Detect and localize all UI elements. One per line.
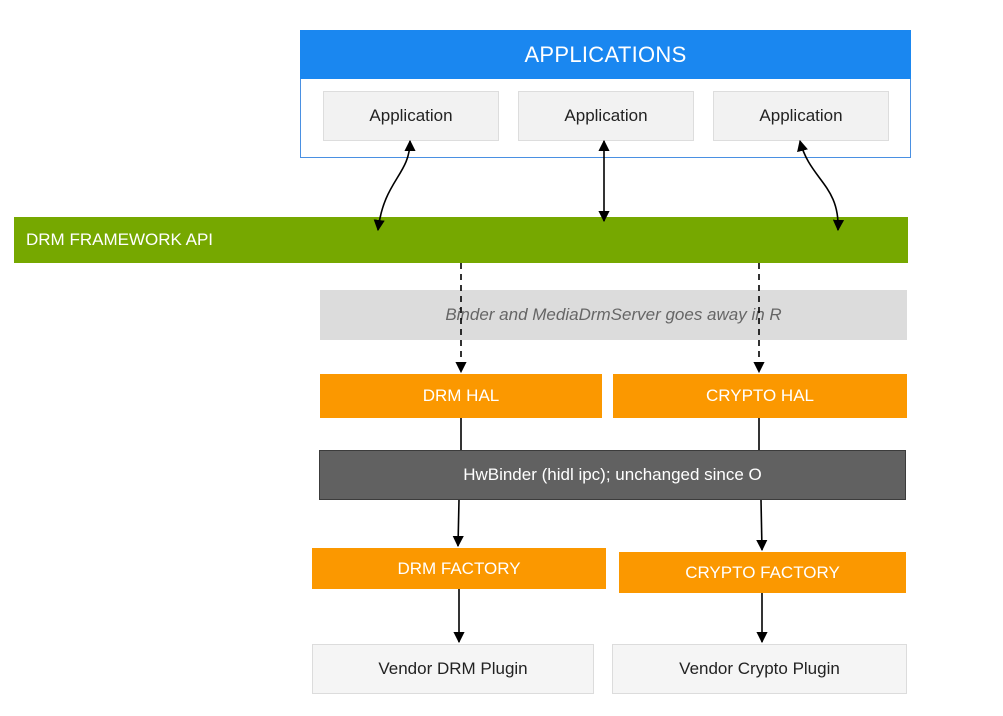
applications-header: APPLICATIONS: [300, 30, 911, 79]
application-node-1[interactable]: Application: [323, 91, 499, 141]
vendor-crypto-plugin-node[interactable]: Vendor Crypto Plugin: [612, 644, 907, 694]
binder-removal-note: Binder and MediaDrmServer goes away in R: [320, 290, 907, 340]
drm-factory-node[interactable]: DRM FACTORY: [312, 548, 606, 589]
crypto-hal-node[interactable]: CRYPTO HAL: [613, 374, 907, 418]
application-node-3[interactable]: Application: [713, 91, 889, 141]
drm-framework-api-bar[interactable]: DRM FRAMEWORK API: [14, 217, 908, 263]
hwbinder-bar[interactable]: HwBinder (hidl ipc); unchanged since O: [319, 450, 906, 500]
hwbinder-crypto-factory-arrow: [756, 499, 768, 552]
hwbinder-drm-factory-arrow: [452, 499, 464, 548]
drm-hal-node[interactable]: DRM HAL: [320, 374, 602, 418]
crypto-factory-node[interactable]: CRYPTO FACTORY: [619, 552, 906, 593]
application-node-2[interactable]: Application: [518, 91, 694, 141]
vendor-drm-plugin-node[interactable]: Vendor DRM Plugin: [312, 644, 594, 694]
